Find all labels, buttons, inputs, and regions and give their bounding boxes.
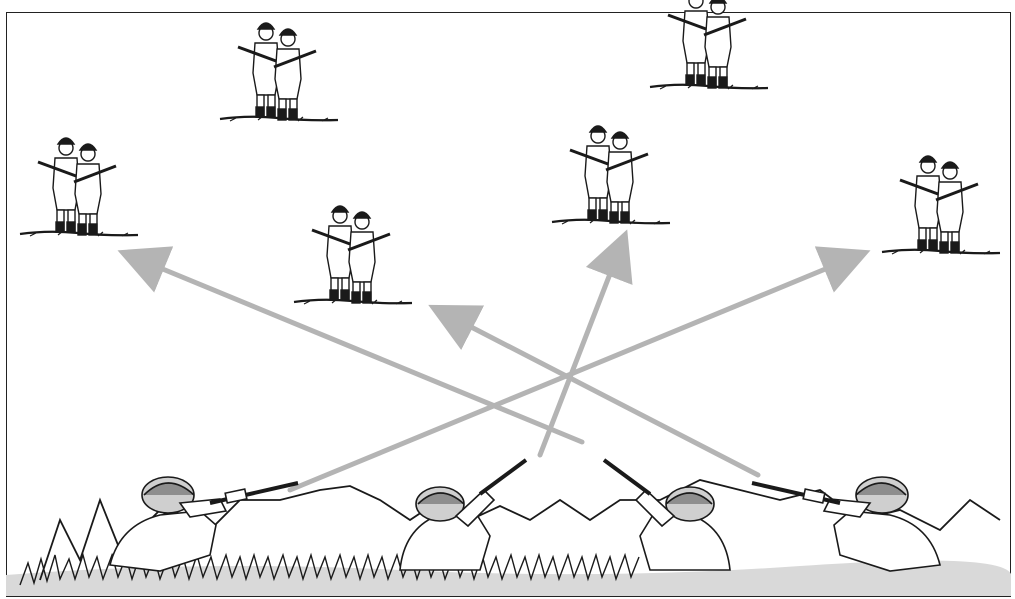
friendly-soldiers <box>108 458 942 573</box>
figure-frame <box>6 12 1011 597</box>
fire-arrow-right-shooter-to-center-left <box>428 304 761 478</box>
enemy-pair-far-left <box>18 136 140 238</box>
fire-lines <box>117 229 871 493</box>
fire-arrow-center-left-to-center-right <box>537 229 633 458</box>
prone-rifleman-left <box>108 475 300 573</box>
enemy-pair-top-left <box>218 21 340 123</box>
enemy-pair-center-right <box>550 124 672 226</box>
enemy-pair-center-left <box>292 204 414 306</box>
prone-rifleman-right <box>750 475 942 573</box>
prone-rifleman-center-right <box>602 458 732 572</box>
fire-arrow-center-right-to-far-left <box>117 246 585 445</box>
enemy-pair-top-right <box>648 0 770 91</box>
enemy-pair-far-right <box>880 154 1002 256</box>
